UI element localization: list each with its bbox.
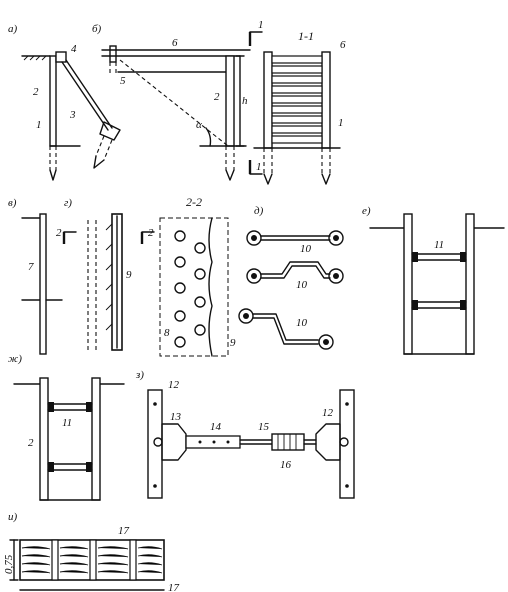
label-9-section: 9 bbox=[230, 337, 236, 349]
dim-h: h bbox=[242, 95, 248, 107]
panel-e-label: е) bbox=[362, 205, 371, 217]
section-1-1-title: 1-1 bbox=[298, 29, 314, 43]
label-17-bottom: 17 bbox=[168, 582, 180, 592]
label-1: 1 bbox=[36, 119, 42, 131]
label-1-section: 1 bbox=[338, 117, 344, 129]
label-8: 8 bbox=[164, 327, 170, 339]
section-1-1: 1-1 1 1 6 1 bbox=[248, 19, 346, 185]
label-5: 5 bbox=[120, 75, 126, 87]
label-7: 7 bbox=[28, 261, 34, 273]
label-13: 13 bbox=[170, 411, 182, 423]
label-2: 2 bbox=[33, 86, 39, 98]
panel-v-label: в) bbox=[8, 197, 17, 209]
panel-z-label: з) bbox=[135, 369, 144, 381]
label-17-top: 17 bbox=[118, 525, 130, 537]
panel-zh-trench-struts: ж) 11 2 bbox=[8, 353, 125, 501]
label-2-zh: 2 bbox=[28, 437, 34, 449]
section-2-2: 2-2 2 8 9 bbox=[140, 195, 236, 357]
angle-alpha: α bbox=[196, 119, 202, 131]
label-10-c: 10 bbox=[296, 317, 308, 329]
label-16: 16 bbox=[280, 459, 292, 471]
label-4: 4 bbox=[71, 43, 77, 55]
label-6-rod: 6 bbox=[172, 37, 178, 49]
label-11-zh: 11 bbox=[62, 417, 72, 429]
panel-zh-label: ж) bbox=[8, 353, 22, 365]
label-11-e: 11 bbox=[434, 239, 444, 251]
panel-a-cantilever-wall: а) 4 2 1 3 bbox=[8, 23, 121, 181]
label-15: 15 bbox=[258, 421, 270, 433]
cut-mark-1-bottom: 1 bbox=[256, 161, 262, 173]
panel-g-sheet-pile: г) 2 9 bbox=[56, 197, 132, 351]
label-2-b: 2 bbox=[214, 91, 220, 103]
panel-d-label: д) bbox=[254, 205, 264, 217]
panel-e-trench-struts: е) 11 bbox=[362, 205, 505, 355]
label-12-left: 12 bbox=[168, 379, 180, 391]
dim-0-75: 0,75 bbox=[3, 554, 15, 574]
panel-z-screw-strut: з) 12 13 14 15 16 12 bbox=[135, 369, 355, 499]
panel-b-label: б) bbox=[92, 23, 102, 35]
label-10-a: 10 bbox=[300, 243, 312, 255]
label-12-right: 12 bbox=[322, 407, 334, 419]
section-2-2-title: 2-2 bbox=[186, 195, 202, 209]
panel-b-anchored-wall: б) h α 6 5 2 bbox=[92, 23, 251, 181]
panel-i-label: и) bbox=[8, 511, 18, 523]
cut-mark-2-left: 2 bbox=[56, 227, 62, 239]
panel-g-label: г) bbox=[64, 197, 72, 209]
label-10-b: 10 bbox=[296, 279, 308, 291]
label-9-g: 9 bbox=[126, 269, 132, 281]
cut-mark-2-right: 2 bbox=[148, 227, 154, 239]
cut-mark-1-top: 1 bbox=[258, 19, 264, 31]
panel-i-plank-shield: и) 0,75 17 17 bbox=[3, 511, 180, 592]
panel-a-label: а) bbox=[8, 23, 18, 35]
label-6-section: 6 bbox=[340, 39, 346, 51]
panel-v-single-pile: в) 7 bbox=[8, 197, 63, 355]
label-14: 14 bbox=[210, 421, 222, 433]
label-3: 3 bbox=[69, 109, 76, 121]
panel-d-tie-rods: д) 10 10 10 bbox=[238, 205, 344, 350]
